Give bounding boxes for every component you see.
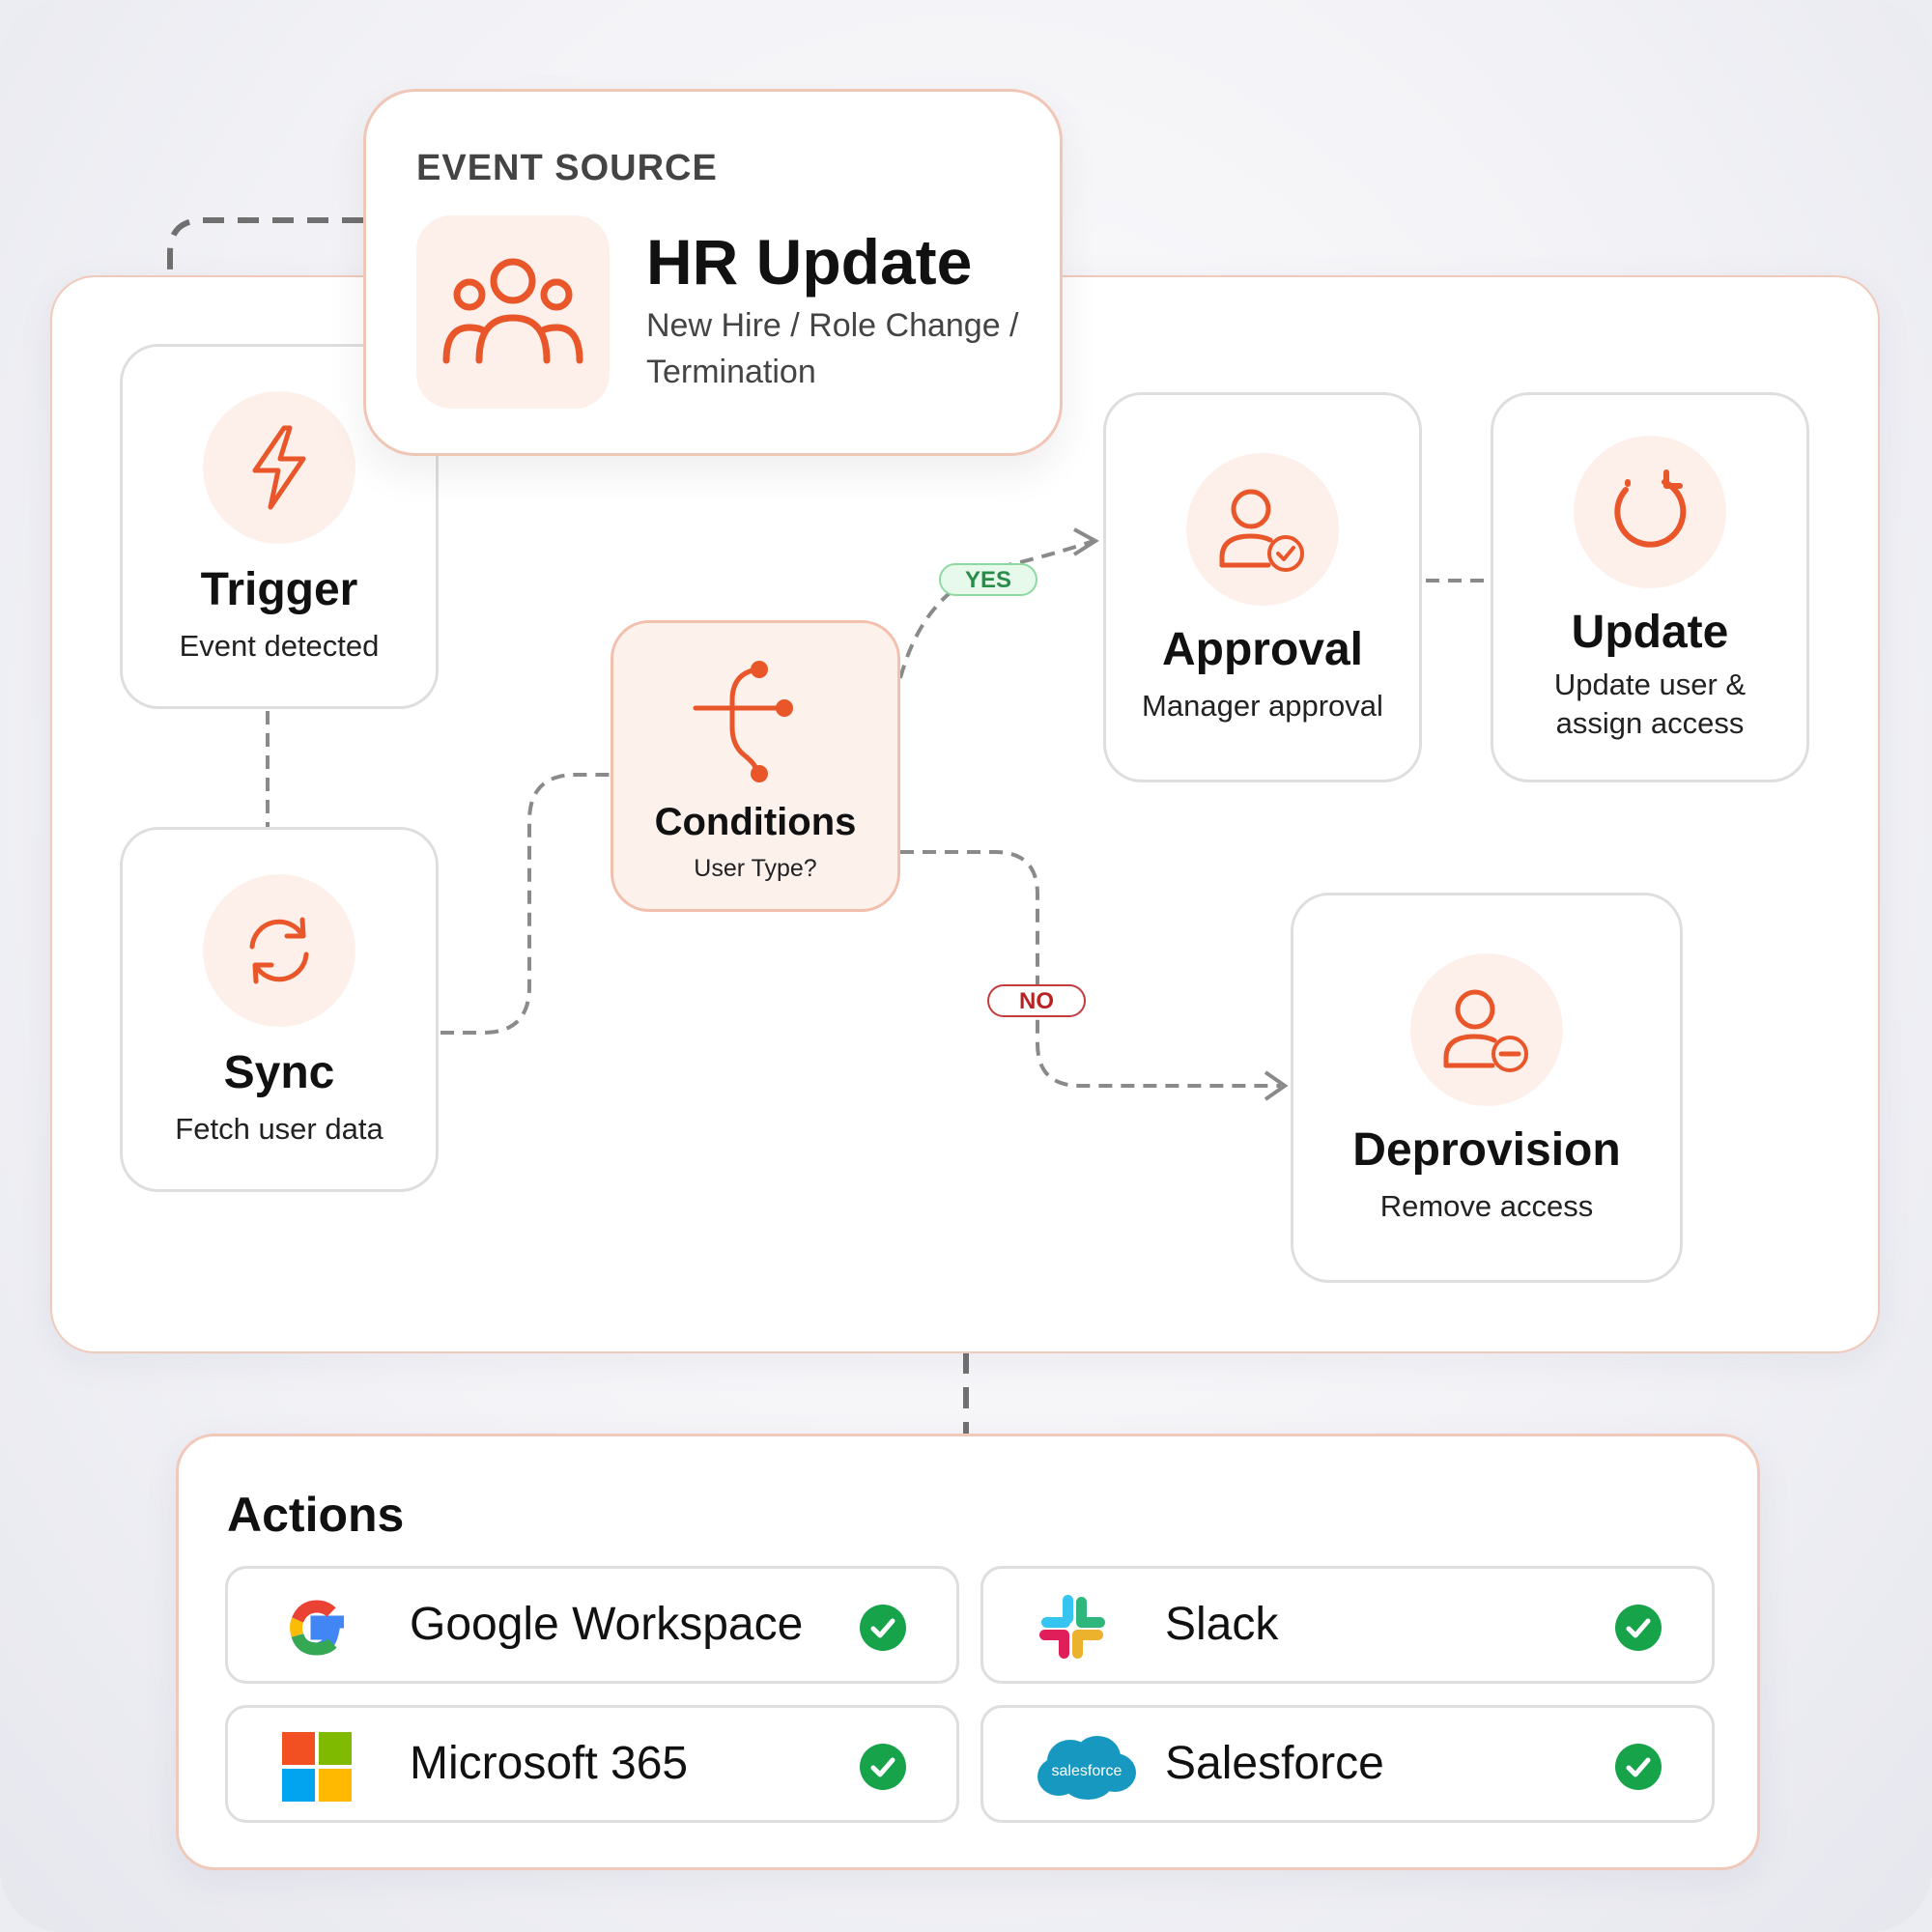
branch-icon-wrap: [688, 660, 823, 785]
approval-node[interactable]: Approval Manager approval: [1103, 392, 1422, 782]
check-icon: [860, 1744, 906, 1790]
conditions-title: Conditions: [654, 801, 857, 843]
microsoft-logo: [278, 1728, 355, 1805]
action-name: Salesforce: [1165, 1738, 1384, 1789]
event-source-icon-box: [416, 215, 610, 409]
action-google-workspace[interactable]: Google Workspace: [225, 1566, 959, 1684]
event-source-subtitle: New Hire / Role Change / Termination: [646, 307, 1019, 390]
sync-icon-circle: [203, 874, 355, 1027]
deprovision-icon-circle: [1410, 953, 1563, 1106]
action-name: Google Workspace: [410, 1599, 804, 1650]
sync-title: Sync: [223, 1047, 335, 1098]
action-name: Microsoft 365: [410, 1738, 689, 1789]
refresh-icon: [1614, 469, 1687, 548]
trigger-icon-circle: [203, 391, 355, 544]
check-icon: [860, 1605, 906, 1651]
event-source-title: HR Update: [646, 226, 973, 298]
update-node[interactable]: Update Update user & assign access: [1491, 392, 1809, 782]
user-check-icon: [1219, 489, 1304, 572]
event-to-panel-connector: [167, 217, 363, 275]
approval-subtitle: Manager approval: [1142, 689, 1383, 723]
sync-node[interactable]: Sync Fetch user data: [120, 827, 439, 1192]
lightning-icon: [252, 425, 306, 510]
action-microsoft-365[interactable]: Microsoft 365: [225, 1705, 959, 1823]
salesforce-logo: salesforce: [1034, 1728, 1140, 1805]
users-icon: [442, 258, 583, 364]
deprovision-subtitle: Remove access: [1379, 1189, 1594, 1223]
event-source-card[interactable]: EVENT SOURCE HR Update New Hire / Role C…: [363, 89, 1063, 456]
deprovision-node[interactable]: Deprovision Remove access: [1291, 893, 1683, 1283]
conditions-subtitle: User Type?: [694, 855, 817, 882]
user-minus-icon: [1443, 989, 1528, 1072]
action-slack[interactable]: Slack: [980, 1566, 1715, 1684]
event-source-label: EVENT SOURCE: [416, 148, 718, 188]
actions-title: Actions: [227, 1488, 405, 1542]
yes-branch-label: YES: [939, 563, 1037, 596]
update-title: Update: [1571, 607, 1729, 658]
update-subtitle: Update user & assign access: [1553, 668, 1747, 740]
branch-icon: [693, 661, 793, 782]
no-branch-label: NO: [987, 984, 1086, 1017]
deprovision-title: Deprovision: [1352, 1124, 1621, 1176]
approval-icon-circle: [1186, 453, 1339, 606]
approval-title: Approval: [1161, 624, 1364, 675]
google-logo: [278, 1589, 355, 1666]
check-icon: [1615, 1744, 1662, 1790]
slack-logo: [1034, 1589, 1111, 1666]
trigger-title: Trigger: [200, 564, 358, 615]
conditions-node[interactable]: Conditions User Type?: [611, 620, 900, 912]
action-name: Slack: [1165, 1599, 1279, 1650]
action-salesforce[interactable]: salesforce Salesforce: [980, 1705, 1715, 1823]
sync-subtitle: Fetch user data: [175, 1112, 384, 1146]
update-icon-circle: [1574, 436, 1726, 588]
trigger-subtitle: Event detected: [179, 629, 380, 663]
check-icon: [1615, 1605, 1662, 1651]
sync-icon: [249, 917, 309, 984]
salesforce-logo-text: salesforce: [1052, 1763, 1122, 1779]
actions-panel: Actions Google Workspace: [176, 1434, 1760, 1870]
